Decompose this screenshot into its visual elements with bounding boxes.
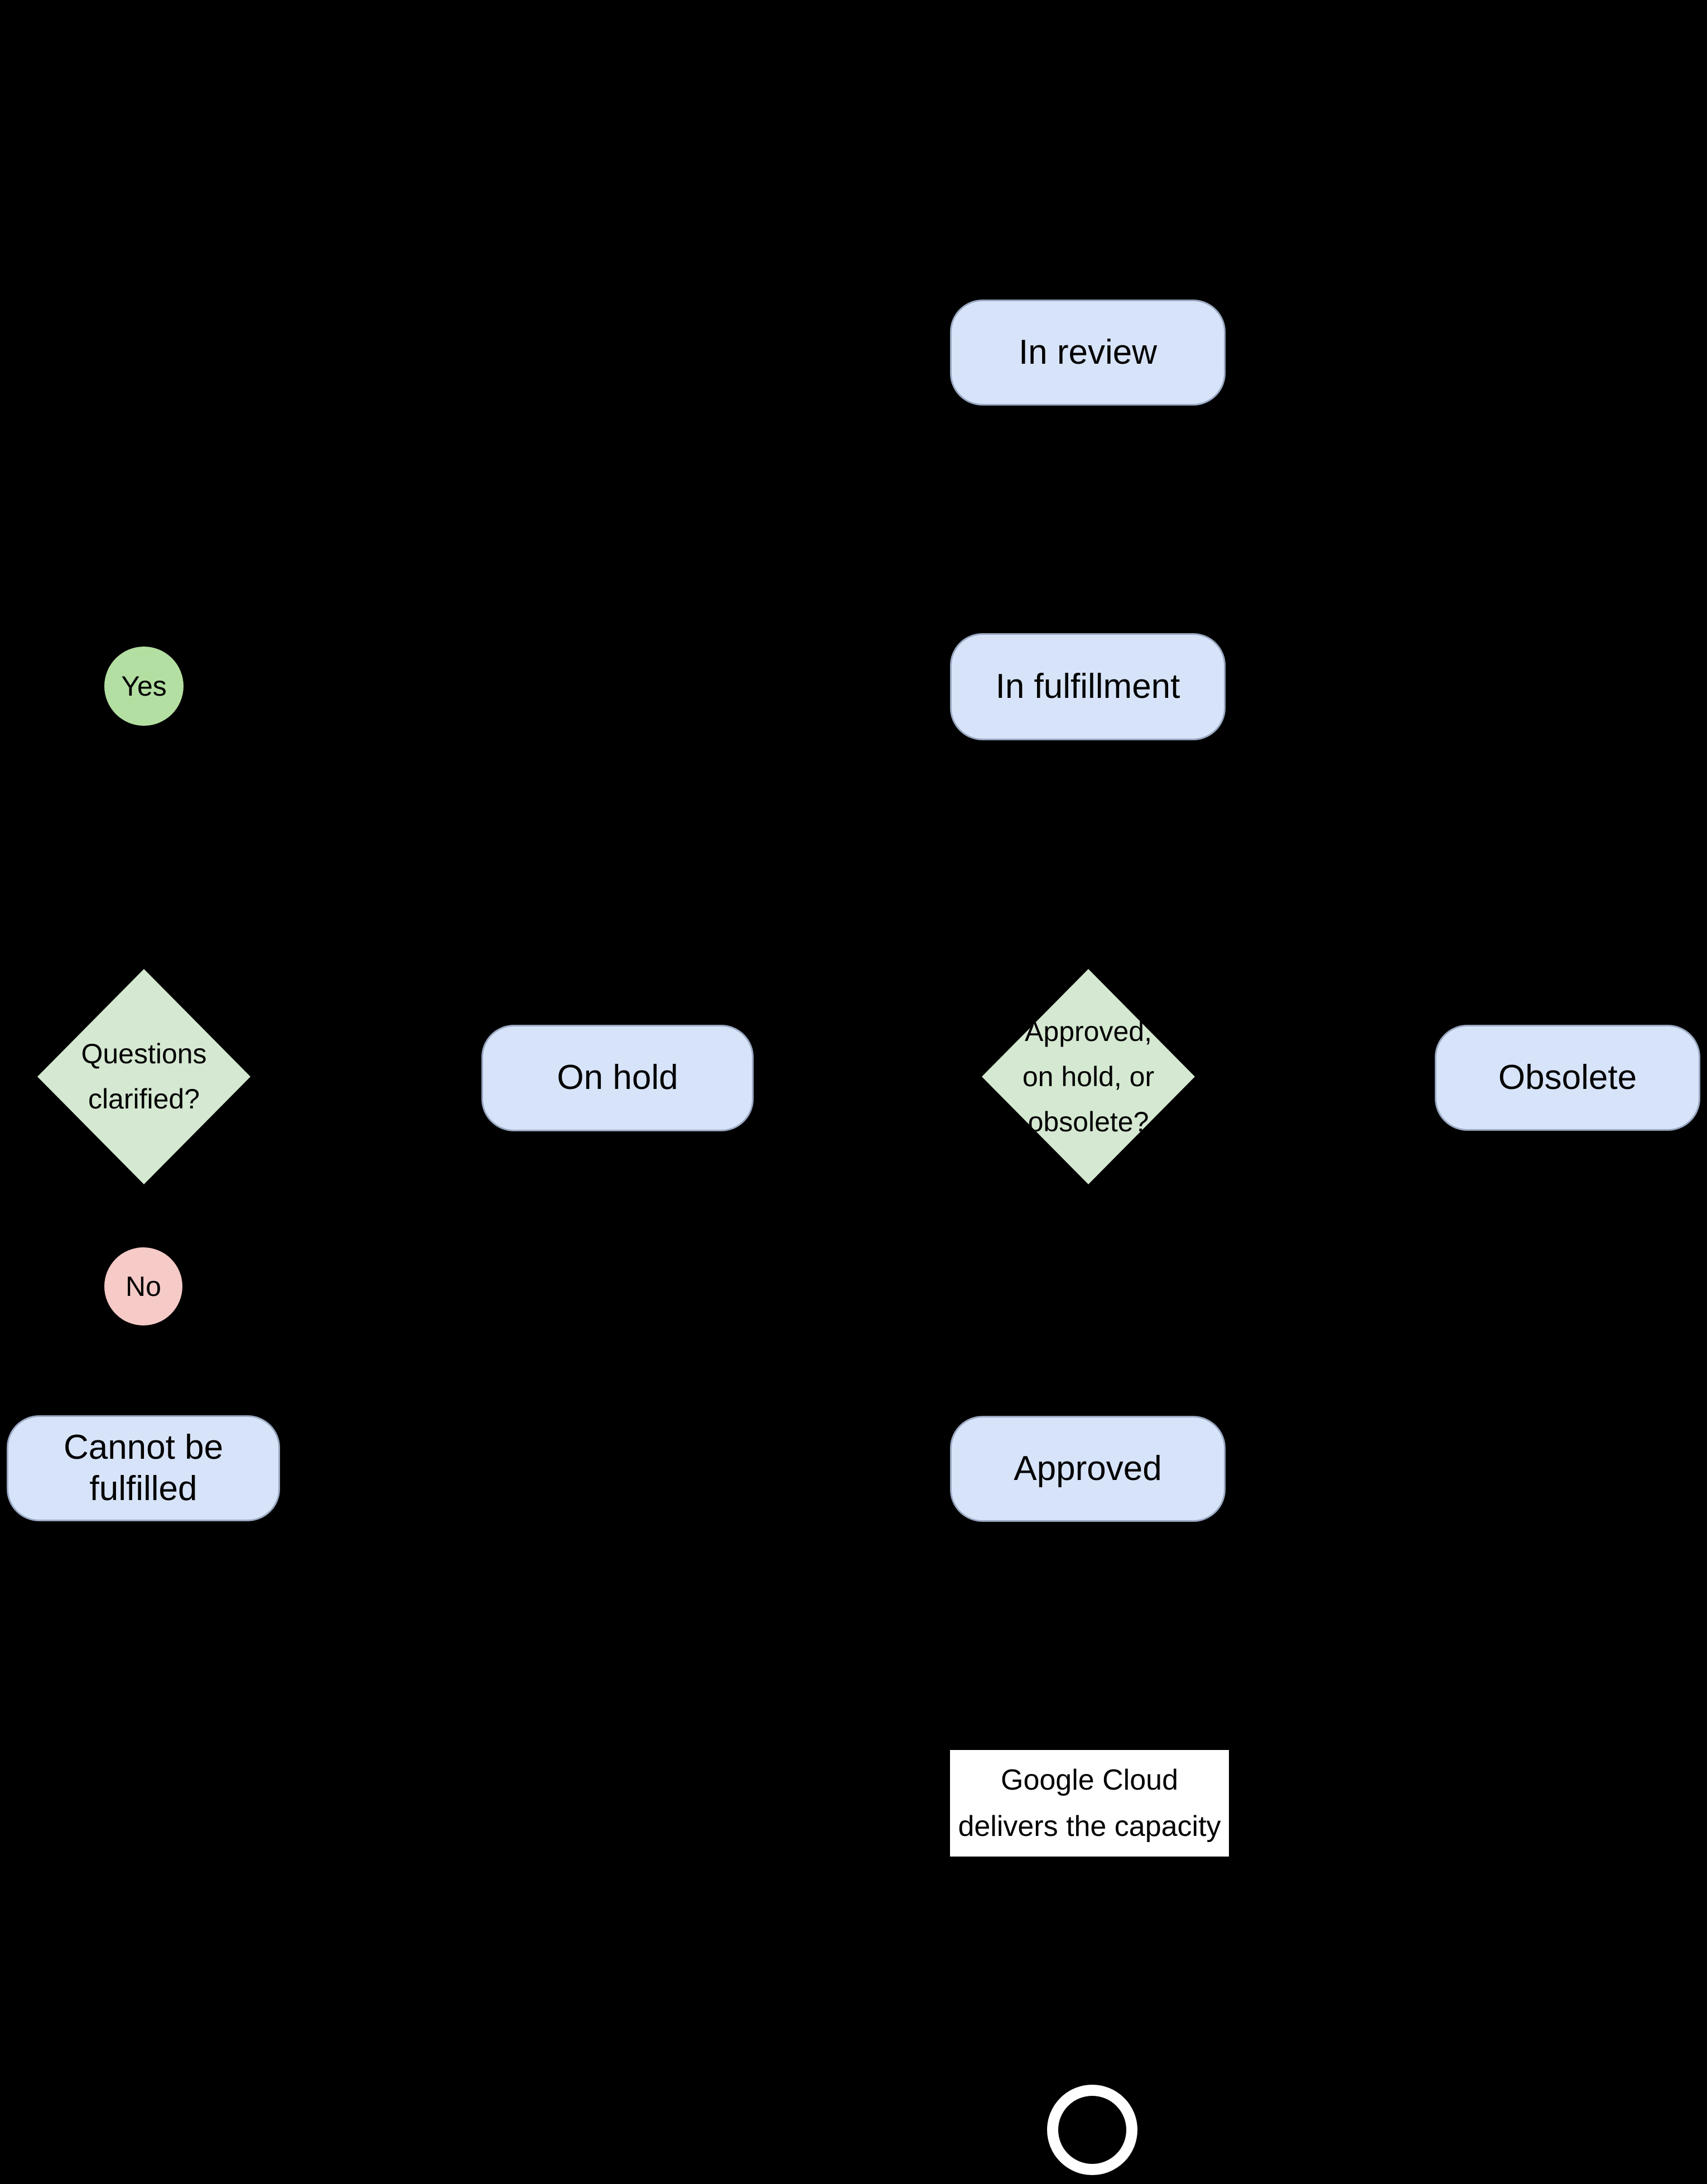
node-yes-label: Yes <box>121 671 167 702</box>
node-in-review: In review <box>950 300 1226 406</box>
end-terminator-icon <box>1047 2085 1137 2175</box>
node-decision-line2: on hold, or <box>1022 1060 1155 1092</box>
node-delivery-line1: Google Cloud <box>1001 1764 1178 1797</box>
node-in-fulfillment-label: In fulfillment <box>995 667 1180 706</box>
node-cannot-line1: Cannot be <box>63 1428 224 1467</box>
node-decision-diamond: Approved, on hold, or obsolete? <box>982 969 1195 1184</box>
node-cannot-be-fulfilled: Cannot be fulfilled <box>7 1415 280 1521</box>
node-decision-line3: obsolete? <box>1028 1106 1149 1137</box>
node-in-fulfillment: In fulfillment <box>950 633 1226 740</box>
node-questions-diamond: Questions clarified? <box>37 969 250 1184</box>
node-obsolete: Obsolete <box>1435 1025 1700 1131</box>
node-approved: Approved <box>950 1416 1226 1522</box>
node-on-hold-label: On hold <box>557 1058 678 1097</box>
node-cannot-line2: fulfilled <box>89 1469 197 1508</box>
node-delivery-line2: delivers the capacity <box>958 1810 1221 1843</box>
node-questions-line1: Questions <box>81 1038 207 1069</box>
node-in-review-label: In review <box>1018 332 1158 372</box>
node-questions-line2: clarified? <box>88 1083 200 1115</box>
node-no-label: No <box>126 1271 161 1302</box>
node-yes-badge: Yes <box>104 647 184 726</box>
node-obsolete-label: Obsolete <box>1498 1058 1637 1097</box>
node-google-cloud-delivers: Google Cloud delivers the capacity <box>950 1750 1229 1857</box>
node-no-badge: No <box>104 1247 182 1325</box>
node-approved-label: Approved <box>1014 1449 1162 1488</box>
node-decision-line1: Approved, <box>1025 1015 1152 1047</box>
node-on-hold: On hold <box>481 1025 754 1131</box>
